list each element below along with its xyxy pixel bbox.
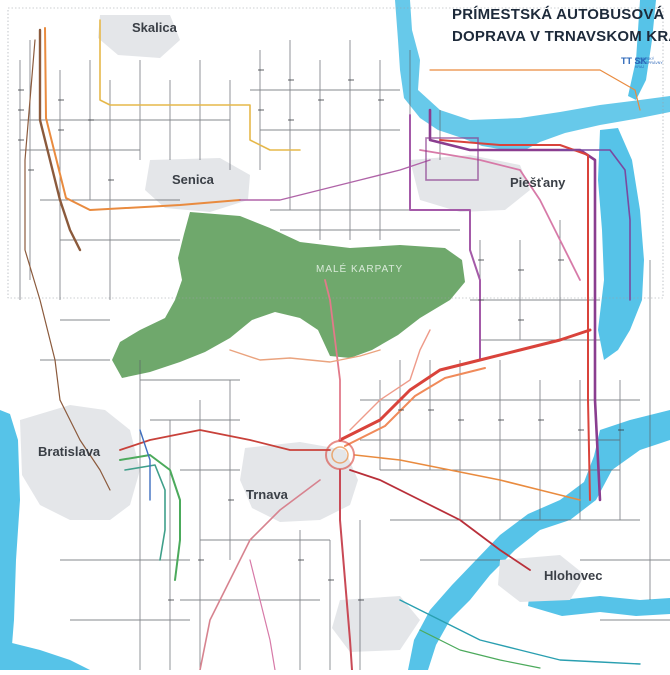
city-label-senica: Senica (172, 172, 214, 187)
city-label-trnava: Trnava (246, 487, 288, 502)
river-danube-sw (0, 640, 90, 670)
line-south-teal (399, 599, 641, 665)
line-bratislava-teal (124, 464, 166, 561)
line-piestany-pink (419, 149, 581, 281)
river-vah-north (395, 0, 670, 150)
reservoir-slnava (598, 128, 644, 360)
trnava-hub (325, 440, 355, 470)
urban-layer (20, 15, 585, 652)
region-label-male-karpaty: MALÉ KARPATY (316, 264, 404, 275)
line-skalica-senica-orange (44, 27, 241, 211)
forest-male-karpaty (112, 212, 465, 378)
line-bratislava-green (119, 454, 181, 581)
skalica-urban-area (98, 15, 180, 58)
line-north-orange (429, 69, 641, 111)
line-trnava-east-salmon (349, 329, 431, 431)
line-trnava-piestany-red (338, 328, 592, 442)
line-trnava-southwest-pink (199, 479, 321, 671)
line-trnava-piestany-orange (344, 367, 486, 447)
line-piestany-violet (409, 114, 481, 361)
line-trnava-hlohovec-orange (354, 454, 581, 501)
line-bratislava-blue (139, 429, 151, 501)
urban-area-south (332, 596, 420, 652)
tt-sk-logo: TT SK TRNAVSKÝ SAMOSPRÁVNY KRAJ (621, 56, 665, 74)
river-north-east (628, 0, 656, 100)
city-label-hlohovec: Hlohovec (544, 568, 603, 583)
title-line-2: DOPRAVA V TRNAVSKOM KRAJI (452, 28, 670, 45)
minor-network (19, 40, 670, 670)
river-vah-south (408, 410, 670, 670)
line-west-brown-2 (24, 39, 61, 401)
bus-lines (24, 19, 641, 671)
station-ticks (18, 69, 624, 601)
line-skalica-yellow (99, 19, 301, 151)
hlohovec-urban-area (498, 555, 585, 602)
city-label-bratislava: Bratislava (38, 444, 101, 459)
piestany-hub (425, 137, 479, 181)
line-south-green (419, 629, 541, 669)
city-label-piestany: Piešťany (510, 175, 566, 190)
map-title: PRÍMESTSKÁ AUTOBUSOVÁ DOPRAVA V TRNAVSKO… (452, 4, 670, 48)
senica-urban-area (145, 158, 250, 212)
title-line-1: PRÍMESTSKÁ AUTOBUSOVÁ (452, 6, 665, 23)
city-label-skalica: Skalica (132, 20, 177, 35)
line-karpaty-salmon (229, 349, 381, 363)
line-bratislava-northwest (59, 399, 111, 491)
line-senica-east-purple (239, 159, 431, 201)
line-skalica-senica-brown (38, 28, 82, 252)
river-southeast (528, 590, 670, 616)
line-trnava-southeast-red (349, 469, 531, 571)
logo-text: TRNAVSKÝ SAMOSPRÁVNY KRAJ (635, 57, 663, 70)
line-trnava-north-pink (324, 279, 341, 441)
bratislava-urban-area (20, 405, 140, 520)
river-morava (0, 410, 20, 670)
piestany-urban-area (410, 155, 530, 212)
line-piestany-east-blue (559, 149, 631, 301)
line-trnava-south-red (339, 469, 353, 671)
line-trnava-west-red (119, 429, 331, 451)
line-south-pink (249, 559, 276, 671)
line-piestany-purple (428, 108, 602, 502)
logo-mark: TT SK (621, 56, 647, 66)
